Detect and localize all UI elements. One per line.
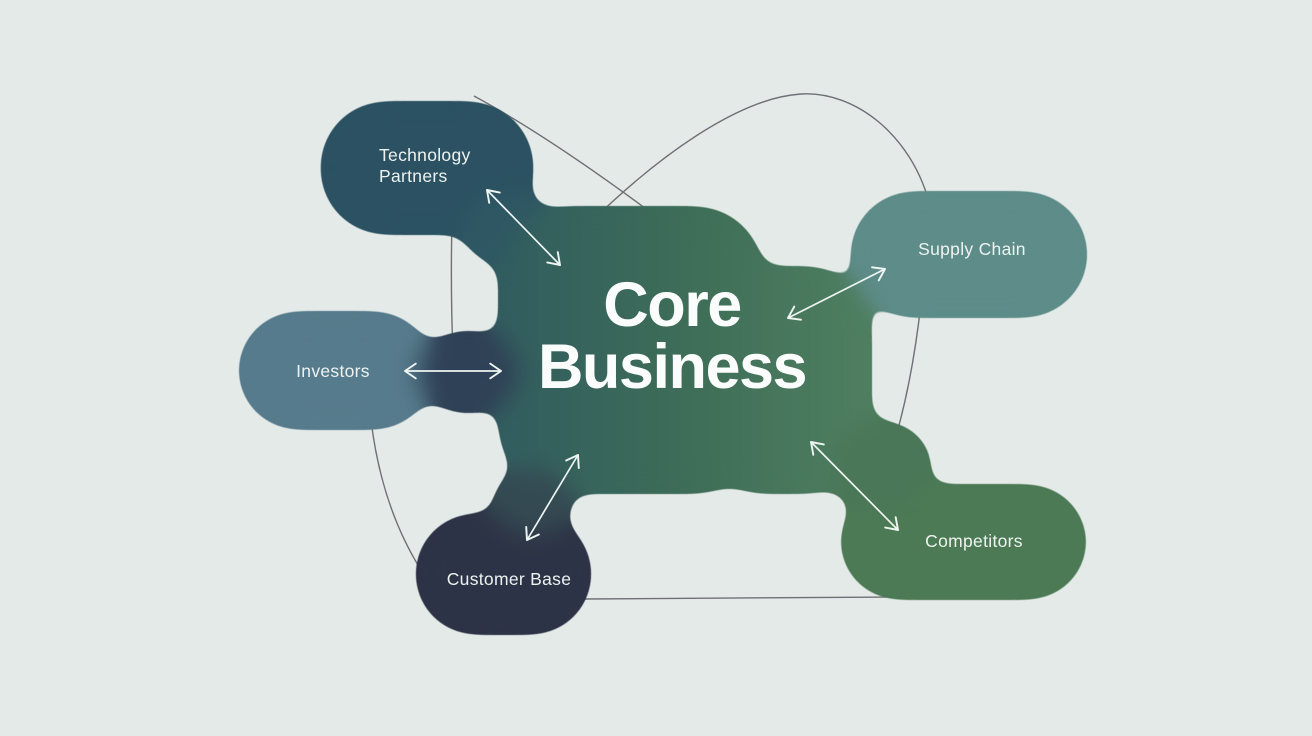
- outline-curve-bottom: [583, 596, 894, 600]
- competitors-blob: [842, 486, 1085, 598]
- core-business-right-lobe: [700, 268, 870, 492]
- arrow-core-competitors: [810, 441, 899, 531]
- competitors-connector: [830, 422, 930, 510]
- investors-blob: [240, 313, 432, 428]
- blob-cluster: [240, 103, 1086, 633]
- arrow-core-supply-chain: [787, 266, 886, 321]
- outline-curve-top-arc: [593, 93, 930, 220]
- arrow-core-customer-base: [525, 454, 580, 541]
- investors-connector: [418, 332, 518, 412]
- customer-base-blob: [417, 515, 590, 633]
- relationship-arrows: [404, 189, 899, 541]
- customer-base-connector: [494, 470, 570, 534]
- core-business-blob: [500, 208, 762, 492]
- outline-curve-lower-left: [370, 419, 422, 571]
- arrow-core-technology-partners: [486, 189, 561, 266]
- supply-chain-blob: [852, 193, 1086, 316]
